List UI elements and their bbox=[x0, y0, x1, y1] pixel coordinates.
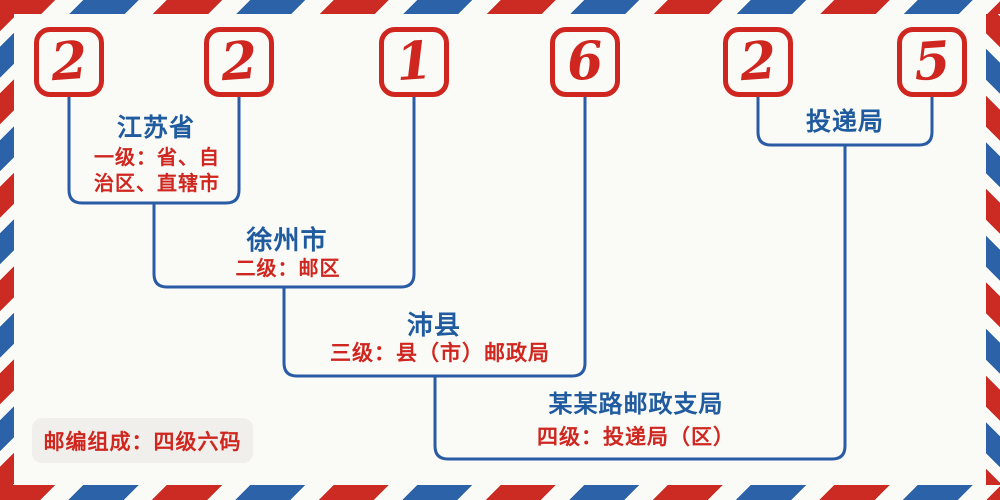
digit-box-4: 6 bbox=[550, 27, 620, 97]
digit-box-6: 5 bbox=[897, 27, 967, 97]
digit-1: 2 bbox=[48, 29, 90, 94]
composition-badge-text: 邮编组成：四级六码 bbox=[43, 430, 242, 454]
province-level-line2: 治区、直辖市 bbox=[94, 173, 220, 195]
branch-level-label: 四级：投递局（区） bbox=[537, 426, 735, 449]
city-name: 徐州市 bbox=[246, 225, 328, 255]
province-name: 江苏省 bbox=[116, 114, 196, 142]
digit-box-2: 2 bbox=[204, 27, 274, 97]
composition-badge: 邮编组成：四级六码 bbox=[32, 418, 253, 463]
province-level-line1: 一级：省、自 bbox=[94, 147, 220, 169]
digit-4: 6 bbox=[564, 29, 606, 94]
digit-box-3: 1 bbox=[379, 27, 449, 97]
airmail-border-bottom bbox=[0, 485, 1000, 500]
bracket-delivery bbox=[756, 96, 934, 147]
digit-3: 1 bbox=[393, 29, 435, 94]
airmail-border-right bbox=[986, 0, 1000, 500]
airmail-border-left bbox=[0, 0, 14, 500]
digit-6: 5 bbox=[911, 29, 953, 94]
province-level-label: 一级：省、自 治区、直辖市 bbox=[94, 145, 220, 197]
city-level-label: 二级：邮区 bbox=[235, 258, 341, 280]
airmail-border-top bbox=[0, 0, 1000, 14]
digit-box-5: 2 bbox=[723, 27, 793, 97]
digit-2: 2 bbox=[218, 29, 260, 94]
county-level-label: 三级：县（市）邮政局 bbox=[330, 342, 550, 365]
bracket-branch bbox=[433, 145, 847, 461]
county-name: 沛县 bbox=[406, 310, 462, 340]
digit-5: 2 bbox=[737, 29, 779, 94]
branch-name: 某某路邮政支局 bbox=[548, 391, 724, 418]
delivery-name: 投递局 bbox=[805, 108, 885, 136]
digit-box-1: 2 bbox=[34, 27, 104, 97]
